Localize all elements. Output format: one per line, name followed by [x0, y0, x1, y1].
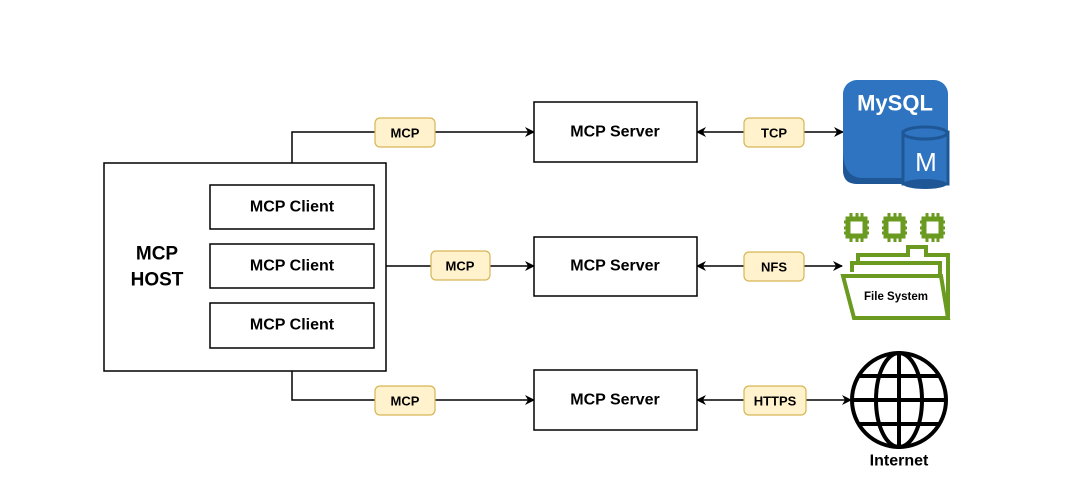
server-label: MCP Server	[570, 392, 660, 409]
link-label-text: MCP	[391, 394, 420, 409]
globe-icon	[850, 351, 948, 449]
client-label: MCP Client	[250, 199, 335, 216]
file-system-folder-icon: File System	[840, 213, 951, 320]
internet-label: Internet	[870, 453, 929, 470]
mysql-logo-letter: M	[915, 147, 937, 177]
link-label-text: HTTPS	[754, 394, 797, 409]
link-label-mcp-3: MCP	[374, 385, 436, 416]
link-label-mcp-2: MCP	[430, 250, 491, 281]
mysql-database-icon: MySQL M	[843, 80, 950, 189]
link-label-nfs: NFS	[743, 251, 805, 282]
client-label: MCP Client	[250, 258, 335, 275]
host-label-line1: MCP	[136, 244, 179, 265]
mcp-client-2[interactable]: MCP Client	[209, 243, 375, 289]
chip-icons	[845, 216, 944, 239]
link-label-text: NFS	[761, 260, 787, 275]
mysql-logo-text: MySQL	[857, 91, 933, 116]
server-label: MCP Server	[570, 258, 660, 275]
file-system-label: File System	[864, 291, 928, 303]
link-label-text: TCP	[761, 126, 787, 141]
link-label-https: HTTPS	[743, 385, 807, 416]
link-label-text: MCP	[446, 259, 475, 274]
mcp-client-1[interactable]: MCP Client	[209, 184, 375, 230]
server-label: MCP Server	[570, 124, 660, 141]
link-label-mcp-1: MCP	[374, 117, 436, 148]
mcp-server-3[interactable]: MCP Server	[533, 369, 698, 431]
mcp-client-3[interactable]: MCP Client	[209, 302, 375, 349]
client-label: MCP Client	[250, 317, 335, 334]
host-label-line2: HOST	[131, 270, 184, 291]
link-label-tcp: TCP	[743, 117, 805, 148]
link-label-text: MCP	[391, 126, 420, 141]
mcp-server-2[interactable]: MCP Server	[533, 236, 698, 297]
mcp-server-1[interactable]: MCP Server	[533, 101, 698, 163]
